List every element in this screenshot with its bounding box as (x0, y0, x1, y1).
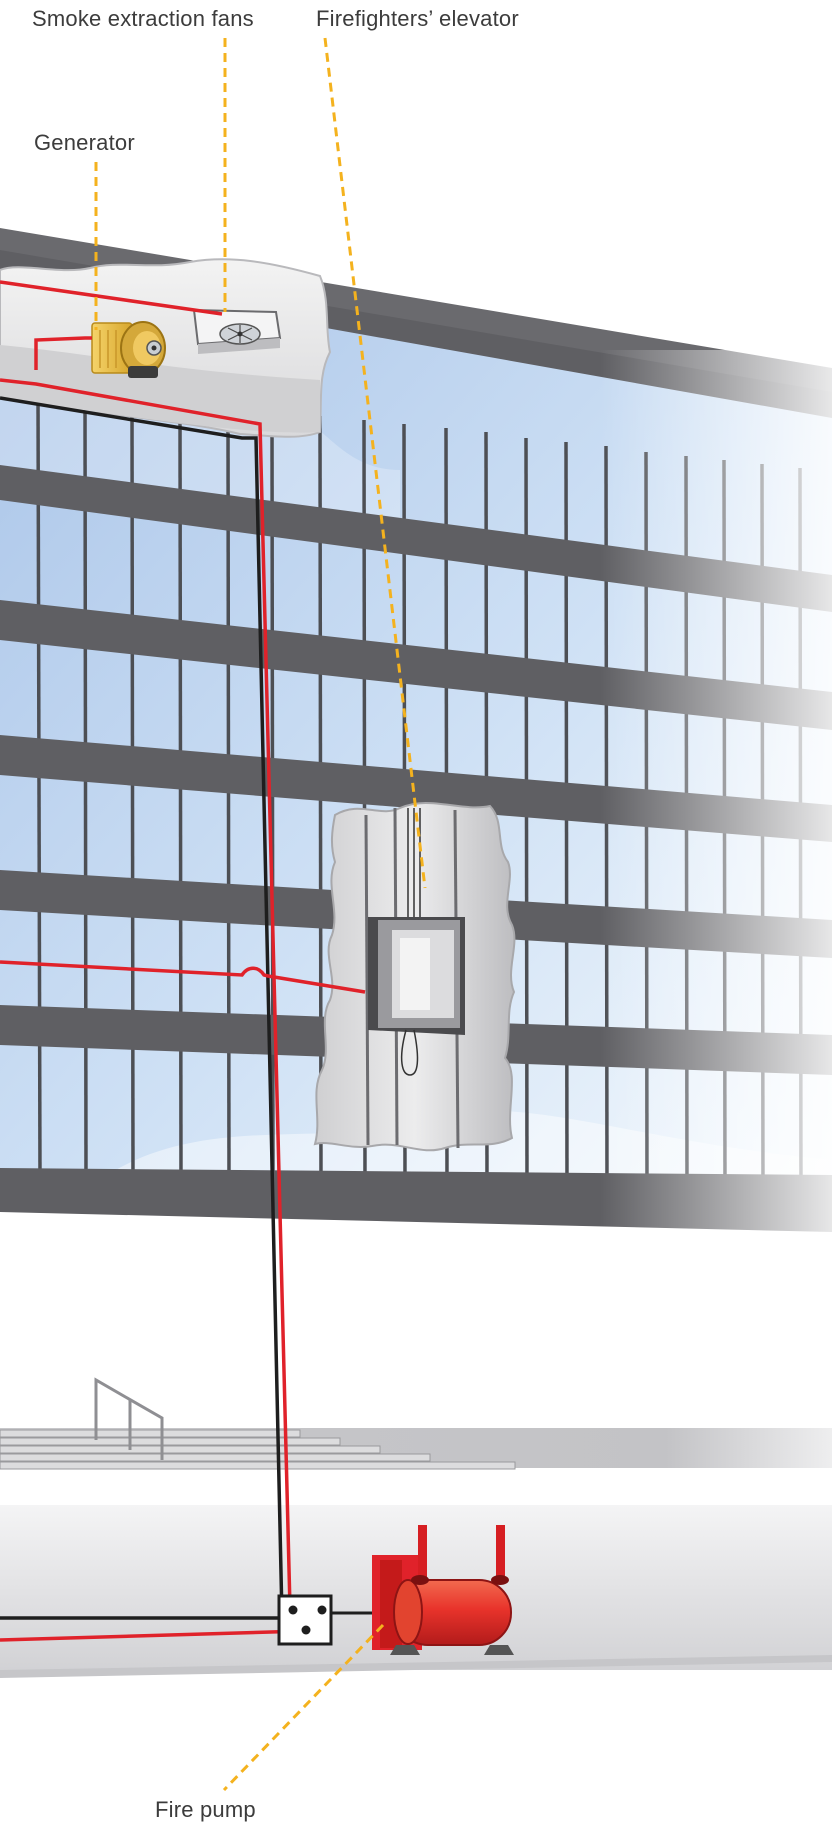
elevator-leader (323, 37, 427, 889)
generator (91, 321, 166, 378)
plaza-steps (0, 1377, 832, 1470)
elevator-car-icon (368, 917, 465, 1035)
fire-pump-leader (222, 1623, 385, 1792)
smoke-extraction-fan (192, 308, 282, 354)
firefighters-elevator-label: Firefighters’ elevator (316, 6, 519, 31)
right-fade (600, 350, 832, 1250)
handrail (94, 1377, 164, 1460)
fire-pump-label: Fire pump (155, 1797, 256, 1822)
fan-icon (219, 323, 261, 345)
smoke-extraction-fans-label: Smoke extraction fans (32, 6, 254, 31)
elevator-shaft-cutaway (313, 801, 516, 1152)
elevator-cables (407, 808, 421, 917)
callout-lines (94, 37, 427, 1792)
generator-label: Generator (34, 130, 135, 155)
junction-box-icon (277, 1594, 388, 1646)
control-cable (0, 396, 284, 1620)
power-cables (0, 280, 366, 1642)
fire-pump-icon (372, 1525, 514, 1655)
